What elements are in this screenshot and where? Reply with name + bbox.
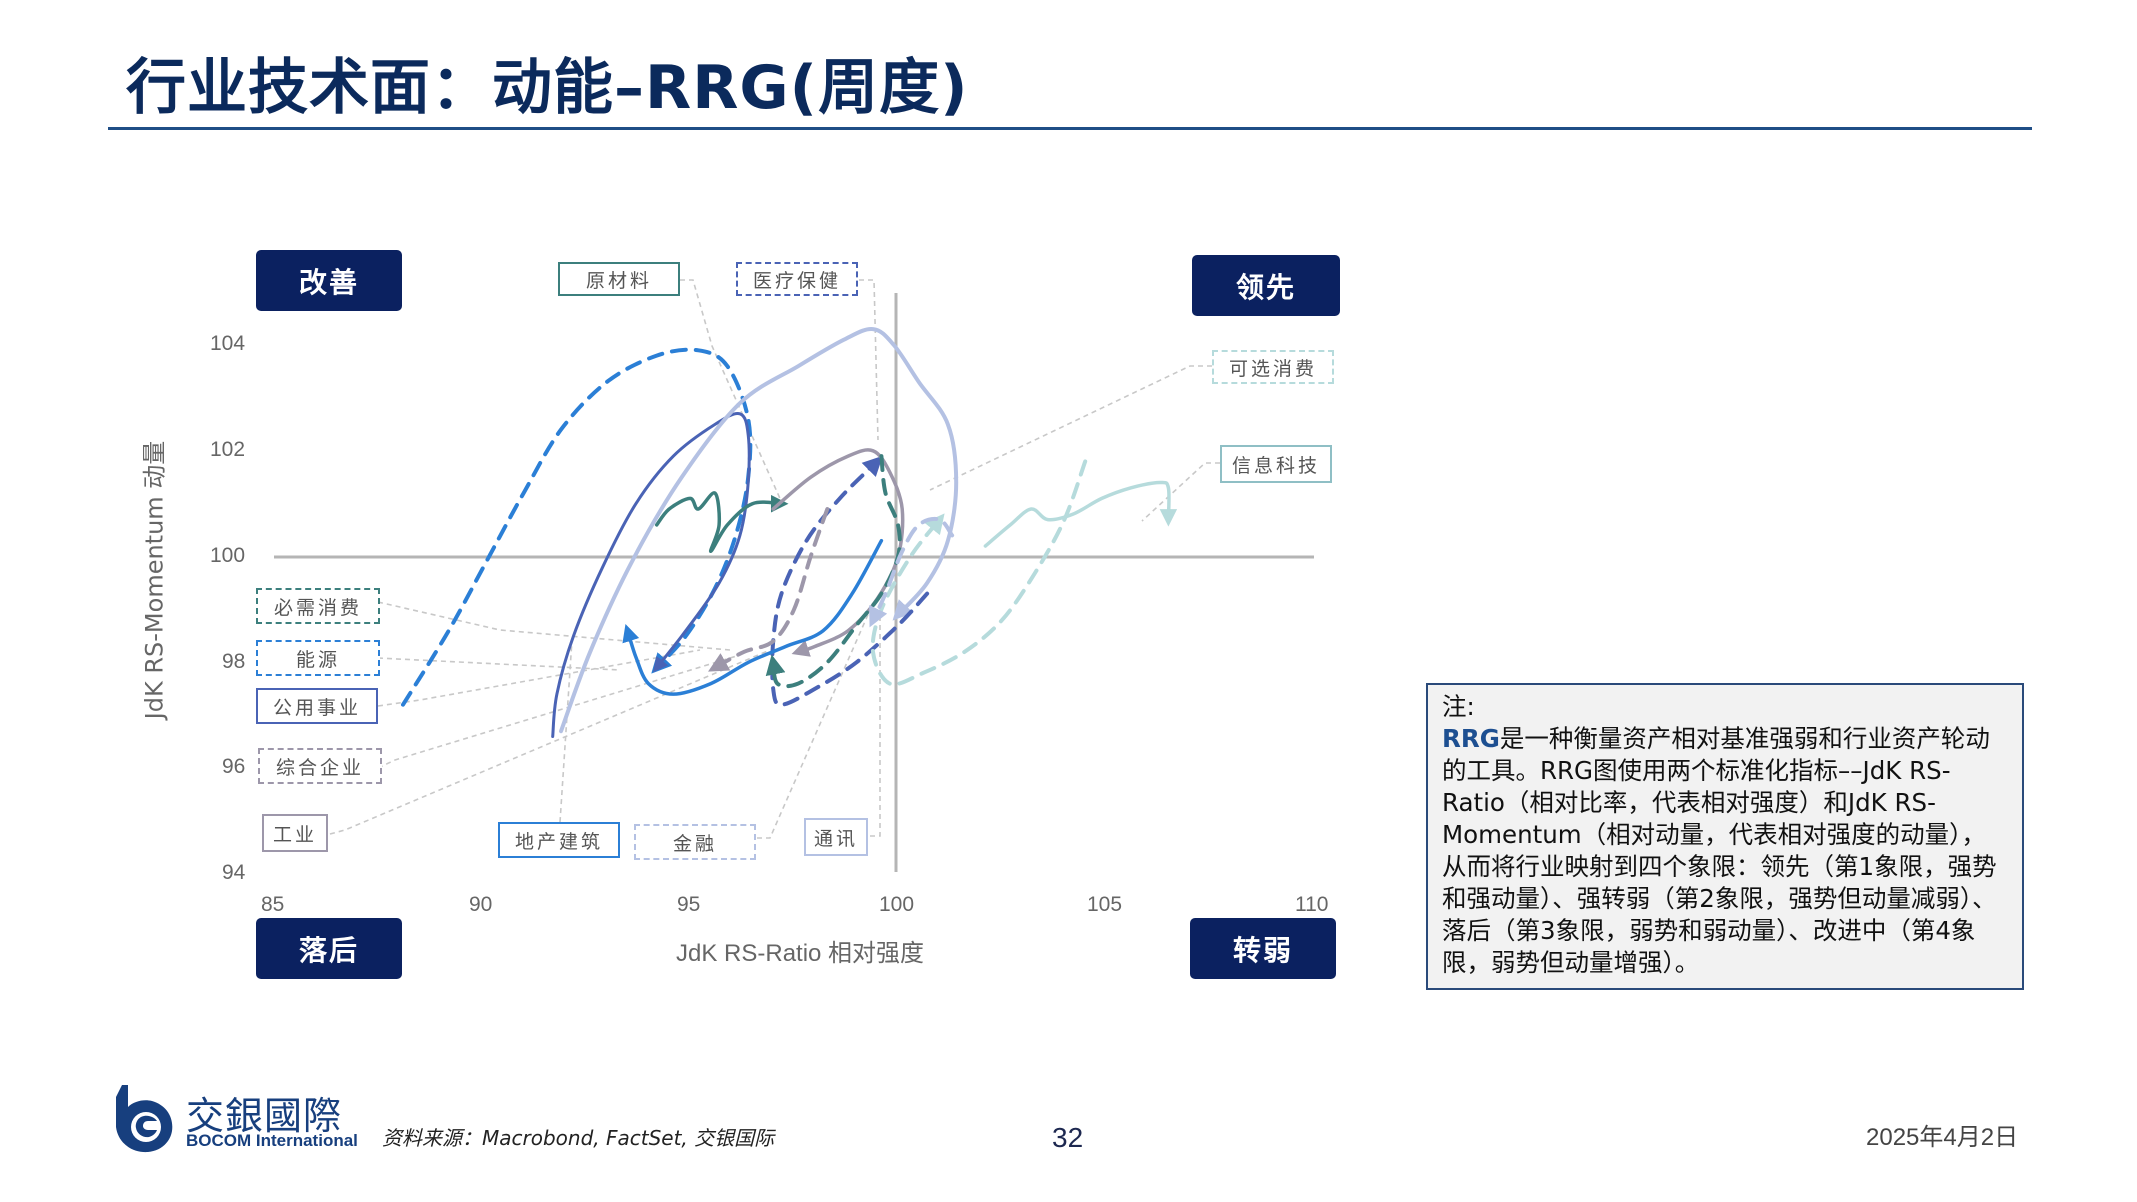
series-原材料 [654,491,789,554]
quadrant-improving-label: 改善 [298,265,359,299]
leader-line-原材料 [680,279,783,504]
y-tick-100: 100 [210,544,246,567]
legend-label: 能源 [295,648,340,671]
leader-line-医疗保健 [859,279,879,441]
legend-label: 可选消费 [1228,357,1317,380]
legend-可选消费: 可选消费 [1212,350,1334,384]
legend-综合企业: 综合企业 [258,748,382,784]
series-通讯 [559,327,959,734]
legend-工业: 工业 [262,814,328,852]
legend-公用事业: 公用事业 [256,688,378,724]
legend-金融: 金融 [634,824,756,860]
note-text: 是一种衡量资产相对基准强弱和行业资产轮动的工具。RRG图使用两个标准化指标––J… [1442,724,1997,977]
quadrant-leading: 领先 [1192,255,1340,316]
legend-label: 工业 [272,823,317,846]
note-highlight: RRG [1442,724,1500,753]
leader-line-信息科技 [1141,462,1220,522]
leader-line-工业 [329,649,771,835]
legend-地产建筑: 地产建筑 [498,822,620,858]
bocom-logo-icon [116,1085,173,1153]
legend-leader-lines [329,279,1220,839]
logo-chinese-text: 交銀國際 [186,1094,343,1138]
x-tick-110: 110 [1295,893,1329,916]
legend-能源: 能源 [256,640,380,676]
leader-line-金融 [757,609,871,839]
x-tick-105: 105 [1087,893,1123,916]
legend-label: 综合企业 [275,756,364,779]
leader-line-必需消费 [377,601,731,651]
y-axis-title: JdK RS-Momentum 动量 [140,440,169,720]
leader-line-通讯 [870,610,881,837]
leader-line-地产建筑 [559,639,573,823]
legend-label: 必需消费 [273,596,362,619]
logo-english-text: BOCOM International [186,1131,358,1150]
data-source: 资料来源：Macrobond, FactSet, 交银国际 [382,1126,775,1150]
legend-label: 原材料 [585,269,652,292]
legend-label: 医疗保健 [752,269,841,292]
leader-line-综合企业 [377,654,741,769]
quadrant-improving: 改善 [256,250,402,311]
legend-信息科技: 信息科技 [1220,445,1332,483]
x-tick-85: 85 [261,893,285,916]
leader-line-能源 [377,657,621,671]
y-tick-96: 96 [222,755,246,778]
rrg-note-box: 注: RRG是一种衡量资产相对基准强弱和行业资产轮动的工具。RRG图使用两个标准… [1426,683,2024,990]
series-能源 [401,347,753,707]
page-title: 行业技术面：动能–RRG(周度) [126,53,969,123]
series-金融 [869,516,955,628]
note-heading: 注: [1442,692,1475,721]
legend-label: 信息科技 [1231,454,1320,477]
series-医疗保健 [770,455,930,707]
legend-label: 通讯 [813,827,858,850]
series-工业 [771,448,905,657]
legend-必需消费: 必需消费 [256,588,380,624]
series-可选消费 [870,459,1088,687]
quadrant-leading-label: 领先 [1235,270,1296,304]
series-地产建筑 [622,538,884,696]
x-tick-95: 95 [677,893,701,916]
chart-series [401,327,1178,738]
note-body: RRG是一种衡量资产相对基准强弱和行业资产轮动的工具。RRG图使用两个标准化指标… [1442,723,2008,979]
legend-医疗保健: 医疗保健 [736,262,858,296]
legend-label: 地产建筑 [514,830,603,853]
y-tick-94: 94 [222,861,246,884]
chart-axes [274,293,1314,872]
title-divider [108,127,2032,130]
legend-label: 公用事业 [272,696,361,719]
leader-line-可选消费 [929,365,1212,491]
series-信息科技 [983,480,1178,548]
quadrant-lagging: 落后 [256,918,402,979]
y-tick-104: 104 [210,332,246,355]
series-综合企业 [708,507,830,672]
leader-line-公用事业 [377,649,701,707]
legend-原材料: 原材料 [558,262,680,296]
y-tick-102: 102 [210,438,246,461]
page-number: 32 [1052,1122,1084,1153]
quadrant-weakening-label: 转弱 [1232,933,1293,967]
x-tick-100: 100 [879,893,915,916]
x-axis-title: JdK RS-Ratio 相对强度 [676,940,925,967]
report-date: 2025年4月2日 [1866,1124,2019,1151]
legend-通讯: 通讯 [804,818,868,856]
y-tick-98: 98 [222,650,246,673]
series-必需消费 [765,454,902,689]
quadrant-lagging-label: 落后 [298,933,359,967]
x-tick-90: 90 [469,893,493,916]
quadrant-weakening: 转弱 [1190,918,1336,979]
legend-label: 金融 [672,832,717,855]
bocom-logo: 交銀國際 BOCOM International [108,1083,368,1153]
